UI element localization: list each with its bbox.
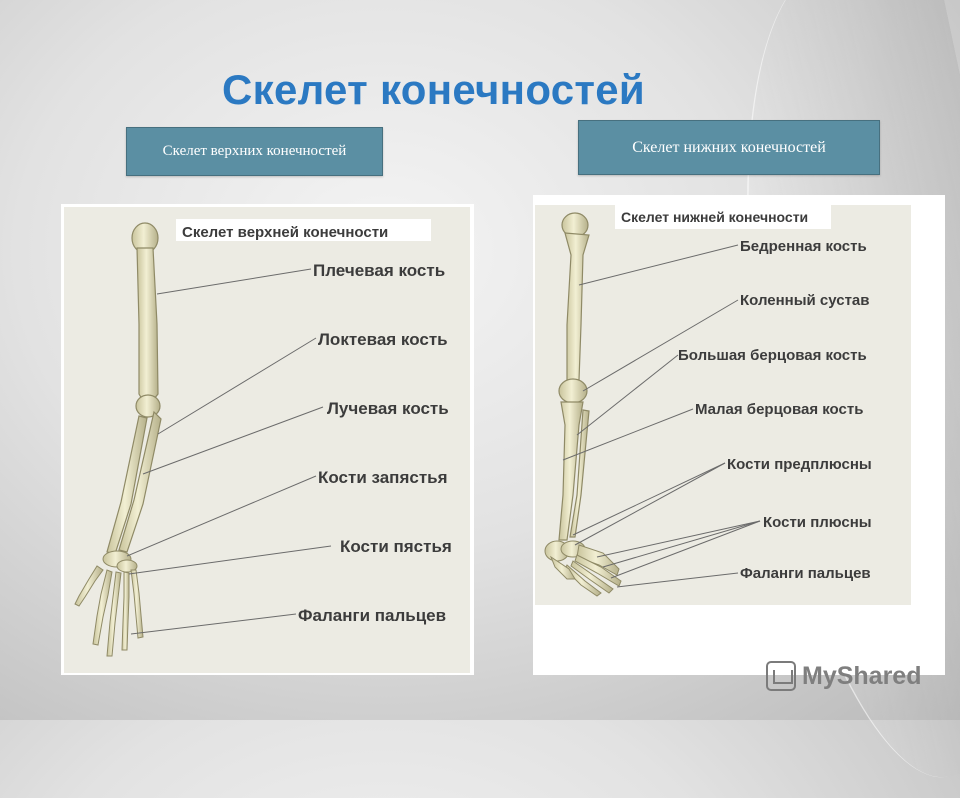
upper-limb-svg: Скелет верхней конечности — [64, 207, 470, 673]
lower-leader-lines — [562, 244, 761, 588]
upper-limbs-label-box: Скелет верхних конечностей — [126, 127, 383, 176]
slide-title: Скелет конечностей — [222, 66, 646, 113]
label-fibula: Малая берцовая кость — [695, 401, 863, 418]
diagram-background — [64, 207, 470, 673]
upper-leader-lines — [126, 268, 332, 635]
label-metacarpal-bones: Кости пястья — [340, 537, 452, 556]
upper-diagram-header: Скелет верхней конечности — [182, 224, 388, 241]
label-ulna: Локтевая кость — [318, 330, 448, 349]
presentation-icon — [766, 661, 796, 691]
label-femur: Бедренная кость — [740, 238, 867, 255]
label-carpal-bones: Кости запястья — [318, 468, 448, 487]
label-tibia: Большая берцовая кость — [678, 347, 867, 364]
myshared-watermark[interactable]: MyShared — [766, 656, 921, 696]
label-radius: Лучевая кость — [327, 399, 449, 418]
lower-limb-svg: Скелет нижней конечности — [535, 205, 911, 605]
upper-limb-diagram: Скелет верхней конечности — [61, 204, 474, 675]
label-toe-phalanges: Фаланги пальцев — [740, 565, 871, 582]
label-knee-joint: Коленный сустав — [740, 292, 870, 309]
lower-diagram-header: Скелет нижней конечности — [621, 209, 808, 225]
femur-bone — [558, 212, 590, 404]
humerus-bone — [131, 222, 161, 418]
upper-limbs-label: Скелет верхних конечностей — [162, 143, 347, 159]
forearm-bones — [106, 410, 162, 555]
lower-limb-diagram: Скелет нижней конечности — [533, 195, 945, 675]
diagram-header-bg — [615, 205, 831, 229]
label-humerus: Плечевая кость — [313, 261, 445, 280]
hand-bones — [74, 550, 144, 657]
foot-bones — [544, 540, 622, 597]
watermark-text: MyShared — [802, 661, 922, 690]
lower-limbs-label: Скелет нижних конечностей — [632, 139, 826, 156]
diagram-background — [535, 205, 911, 605]
lower-limbs-label-box: Скелет нижних конечностей — [578, 120, 880, 175]
label-finger-phalanges: Фаланги пальцев — [298, 606, 446, 625]
label-tarsal-bones: Кости предплюсны — [727, 456, 872, 473]
leg-bones — [558, 401, 590, 541]
diagram-header-bg — [176, 219, 431, 241]
label-metatarsal-bones: Кости плюсны — [763, 514, 872, 531]
